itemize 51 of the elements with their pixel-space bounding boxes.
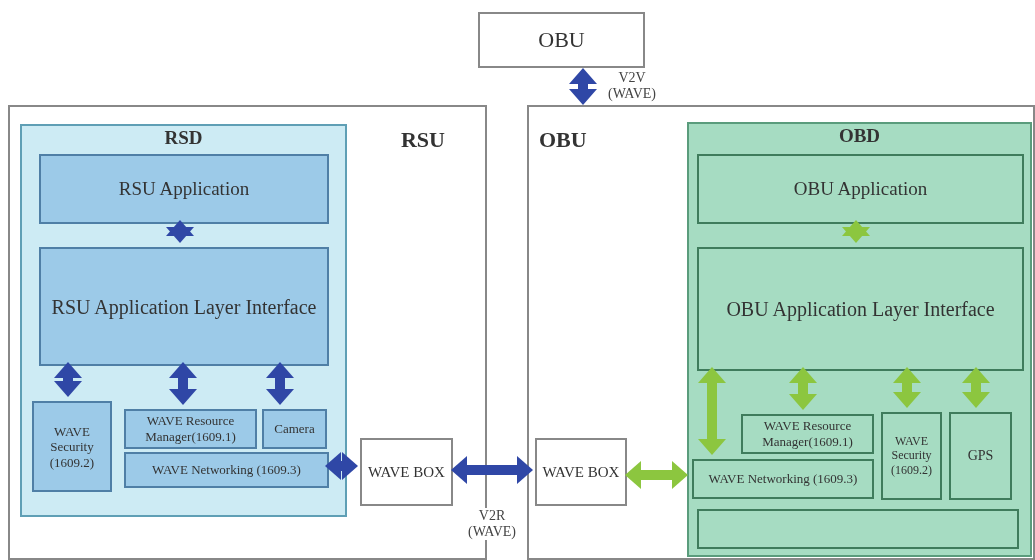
module-box	[741, 414, 874, 454]
module-panel	[687, 122, 1032, 557]
box-label: OBU Application Layer Interface	[725, 297, 996, 321]
box-label: RSU Application	[117, 177, 251, 201]
box	[697, 509, 1019, 549]
box-label: RSU Application Layer Interface	[50, 294, 318, 319]
double-arrow	[266, 362, 294, 405]
module-box	[949, 412, 1012, 500]
box-label: OBU Application	[792, 177, 929, 201]
module-box	[124, 409, 257, 449]
box-label: WAVE Networking (1609.3)	[707, 471, 859, 487]
double-arrow	[166, 220, 194, 243]
double-arrow	[54, 362, 82, 397]
box-label: GPS	[966, 447, 995, 465]
double-arrow	[842, 220, 870, 243]
layer-box	[697, 247, 1024, 371]
box-label: WAVE BOX	[541, 463, 621, 481]
heading: RSD	[163, 127, 204, 150]
double-arrow	[789, 367, 817, 410]
heading: OBU	[539, 127, 587, 154]
double-arrow	[893, 367, 921, 408]
box-label: WAVE Security (1609.2)	[890, 434, 933, 478]
module-box	[262, 409, 327, 449]
double-arrow	[698, 367, 726, 455]
layer-box	[697, 154, 1024, 224]
box-label: WAVE Networking (1609.3)	[151, 462, 302, 478]
double-arrow	[625, 461, 688, 489]
module-box	[881, 412, 942, 500]
double-arrow	[451, 456, 533, 484]
container-box	[527, 105, 1035, 560]
double-arrow	[569, 68, 597, 105]
module-box	[692, 459, 874, 499]
box-label: OBU	[537, 26, 586, 54]
box-label: WAVE Resource Manager(1609.1)	[761, 418, 854, 450]
box-label: WAVE BOX	[367, 463, 446, 481]
module-box	[32, 401, 112, 492]
layer-box	[39, 247, 329, 366]
box-label: WAVE Resource Manager(1609.1)	[144, 413, 237, 445]
layer-box	[39, 154, 329, 224]
module-box	[124, 452, 329, 488]
heading: OBD	[837, 125, 882, 148]
device-box	[535, 438, 627, 506]
box-label: Camera	[273, 421, 316, 437]
box-label: WAVE Security (1609.2)	[48, 423, 96, 470]
device-box	[478, 12, 645, 68]
double-arrow	[325, 452, 358, 480]
heading: RSU	[401, 127, 445, 154]
double-arrow	[169, 362, 197, 405]
double-arrow	[962, 367, 990, 408]
device-box	[360, 438, 453, 506]
module-panel	[20, 124, 347, 517]
